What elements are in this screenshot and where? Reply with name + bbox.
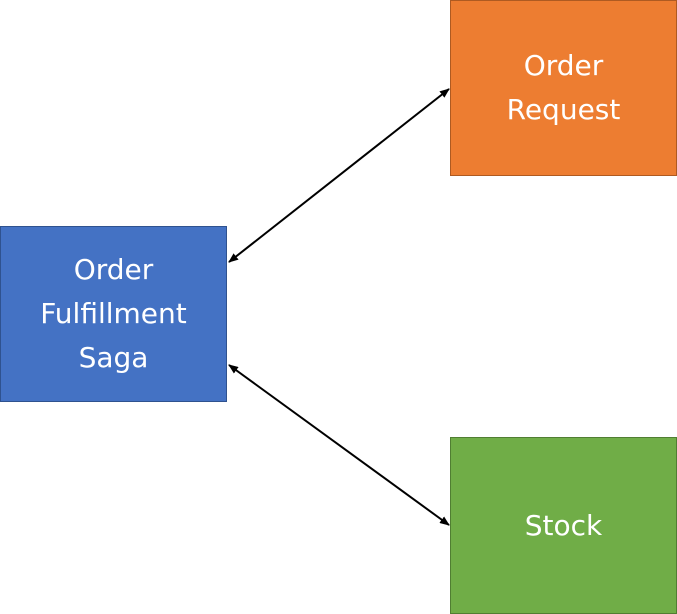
node-label-line: Order — [523, 49, 604, 82]
node-label-line: Request — [506, 93, 621, 126]
node-label-line: Order — [73, 253, 154, 286]
arrow-saga-to-stock — [228, 364, 450, 526]
node-label-line: Saga — [78, 341, 149, 374]
stock-node: Stock — [450, 437, 677, 614]
order-request-node: Order Request — [450, 0, 677, 176]
node-label-line: Fulfillment — [40, 297, 187, 330]
order-fulfillment-saga-node: Order Fulfillment Saga — [0, 226, 227, 402]
arrow-saga-to-order-request — [228, 88, 450, 263]
node-label-line: Stock — [524, 508, 603, 542]
